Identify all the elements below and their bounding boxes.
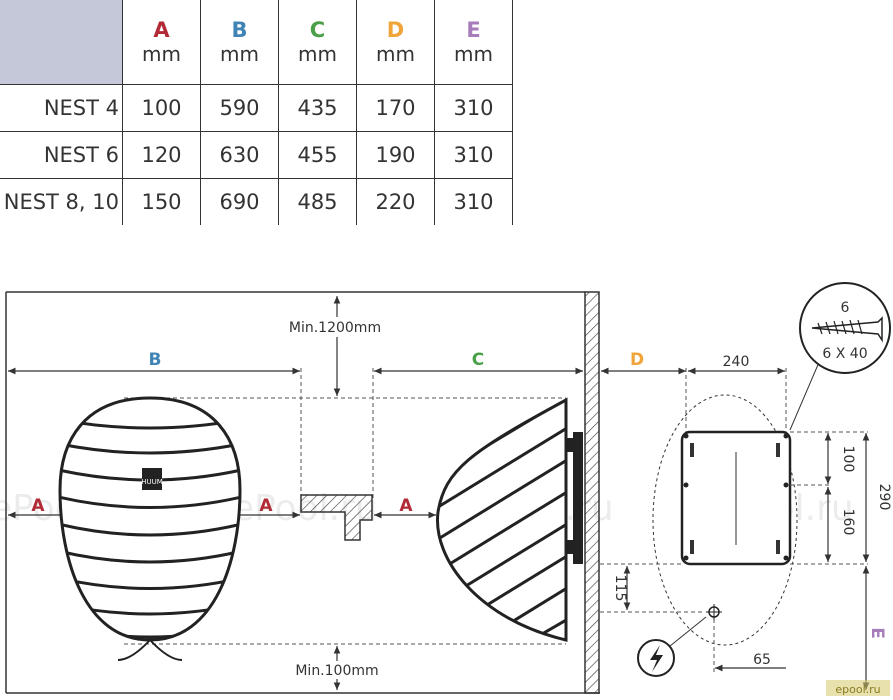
dimension-c: C: [374, 350, 583, 375]
value-cell: 590: [200, 84, 279, 132]
dimension-b: B: [8, 350, 300, 375]
model-cell: NEST 8, 10: [0, 178, 123, 225]
value-cell: 310: [434, 178, 513, 225]
mounting-plate-view: 240 100 160 290 E 115 65: [600, 354, 892, 690]
dim-100-label: 100: [840, 446, 856, 473]
table-row: NEST 8, 10 150 690 485 220 310: [0, 178, 513, 225]
value-cell: 170: [356, 84, 435, 132]
min-top-label: Min.1200mm: [289, 320, 381, 336]
dimension-a-middle: A: [232, 496, 300, 519]
col-unit-d: mm: [376, 42, 415, 66]
model-cell: NEST 4: [0, 84, 123, 132]
dim-240-label: 240: [723, 354, 750, 370]
screw-callout: 6 6 X 40: [789, 282, 891, 431]
dim-115-label: 115: [612, 575, 628, 602]
col-letter-d: D: [386, 18, 405, 42]
heater-logo: HUUM: [141, 478, 163, 486]
table-row: NEST 4 100 590 435 170 310: [0, 84, 513, 132]
heater-side-view: [436, 397, 583, 642]
col-unit-b: mm: [220, 42, 259, 66]
value-cell: 435: [278, 84, 357, 132]
stone-shelf: [300, 494, 373, 541]
guide-lines: [124, 368, 566, 645]
model-cell: NEST 6: [0, 131, 123, 179]
col-unit-a: mm: [142, 42, 181, 66]
value-cell: 100: [122, 84, 201, 132]
label-a: A: [31, 496, 45, 516]
value-cell: 310: [434, 84, 513, 132]
value-cell: 220: [356, 178, 435, 225]
table-row: NEST 6 120 630 455 190 310: [0, 131, 513, 179]
value-cell: 310: [434, 131, 513, 179]
heater-front-view: HUUM: [58, 396, 242, 661]
label-a: A: [259, 496, 273, 516]
corner-watermark: epool.ru: [835, 683, 880, 696]
min-top-dimension: Min.1200mm: [288, 296, 384, 396]
label-c: C: [472, 350, 484, 370]
value-cell: 455: [278, 131, 357, 179]
value-cell: 630: [200, 131, 279, 179]
table-corner-cell: [0, 0, 123, 85]
screw-count-label: 6: [841, 300, 850, 316]
wall-hatch: [584, 291, 600, 694]
value-cell: 690: [200, 178, 279, 225]
electric-bolt-icon: [637, 639, 675, 677]
dim-160-label: 160: [840, 509, 856, 536]
label-a: A: [399, 496, 413, 516]
col-letter-b: B: [231, 18, 248, 42]
col-letter-c: C: [309, 18, 326, 42]
col-letter-a: A: [153, 18, 170, 42]
dimension-d: D: [601, 350, 686, 375]
col-unit-c: mm: [298, 42, 337, 66]
value-cell: 120: [122, 131, 201, 179]
label-e: E: [867, 627, 887, 639]
dim-290-label: 290: [876, 484, 892, 511]
corner-watermark-bg: [826, 680, 890, 696]
wall-bracket: [573, 432, 583, 564]
room-outline: [5, 291, 600, 694]
label-b: B: [149, 350, 162, 370]
label-d: D: [630, 350, 644, 370]
value-cell: 485: [278, 178, 357, 225]
value-cell: 150: [122, 178, 201, 225]
col-letter-e: E: [466, 18, 481, 42]
min-bottom-dimension: Min.100mm: [293, 646, 383, 690]
col-unit-e: mm: [454, 42, 493, 66]
dimension-a-right: A: [374, 496, 436, 519]
dim-65-label: 65: [753, 652, 771, 668]
screw-size-label: 6 X 40: [822, 346, 867, 362]
value-cell: 190: [356, 131, 435, 179]
screw-icon: [811, 316, 883, 343]
min-bottom-label: Min.100mm: [295, 663, 378, 679]
